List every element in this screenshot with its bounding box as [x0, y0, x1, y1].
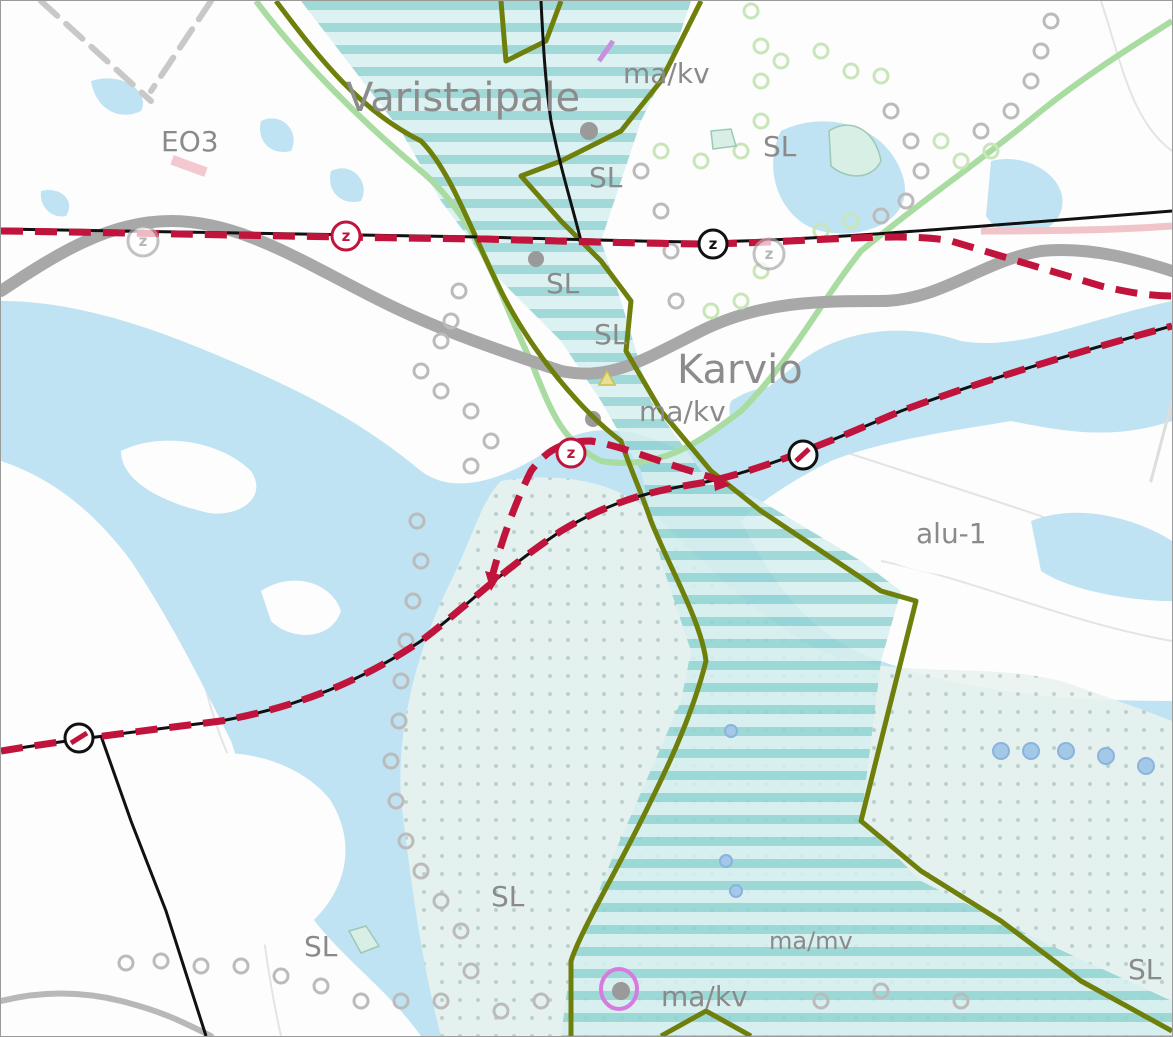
- z-marker-grey-1[interactable]: z: [126, 224, 160, 258]
- station-circle-1[interactable]: [787, 439, 819, 471]
- nature-trail-dots: [117, 12, 1060, 1020]
- label-karvio: Karvio: [677, 347, 803, 393]
- island-patches: [91, 440, 993, 1036]
- triangle-marker: [597, 369, 617, 386]
- z-marker-3[interactable]: z: [697, 228, 729, 260]
- pink-dashed-fade: [980, 222, 1172, 235]
- svg-text:z: z: [567, 444, 576, 462]
- sl-patches: [347, 124, 882, 954]
- green-trail-dots: [652, 2, 1000, 320]
- station-circle-2[interactable]: [63, 722, 95, 754]
- label-sl-4: SL: [594, 318, 628, 351]
- grey-pins: [528, 122, 630, 1000]
- hatched-zone: [301, 1, 1172, 1036]
- label-sl-6: SL: [304, 930, 338, 963]
- svg-text:z: z: [765, 245, 774, 263]
- label-ma-kv-mid: ma/kv: [639, 395, 726, 428]
- blue-trail-dots: [719, 724, 1155, 898]
- pink-markers: [170, 39, 639, 1011]
- label-sl-2: SL: [589, 161, 623, 194]
- label-ma-kv-top: ma/kv: [623, 57, 710, 90]
- label-eo3: EO3: [161, 125, 219, 158]
- z-marker-grey-2[interactable]: z: [752, 237, 786, 271]
- olive-boundaries: [274, 1, 1172, 1036]
- label-sl-3: SL: [546, 267, 580, 300]
- label-sl-1: SL: [763, 130, 797, 163]
- label-ma-kv-bottom: ma/kv: [661, 980, 748, 1013]
- label-sl-5: SL: [491, 880, 525, 913]
- label-alu-1: alu-1: [916, 517, 987, 550]
- label-varistaipale: Varistaipale: [346, 75, 580, 121]
- green-boundary-line: [253, 1, 1172, 466]
- svg-text:z: z: [342, 227, 351, 245]
- direction-arrows: [485, 475, 731, 591]
- z-marker-2[interactable]: z: [555, 437, 587, 469]
- label-sl-7: SL: [1128, 953, 1162, 986]
- label-ma-mv: ma/mv: [769, 927, 853, 955]
- svg-text:z: z: [139, 232, 148, 250]
- red-dashed-lines: [1, 227, 1172, 755]
- svg-text:z: z: [709, 235, 718, 253]
- z-marker-1[interactable]: z: [330, 220, 362, 252]
